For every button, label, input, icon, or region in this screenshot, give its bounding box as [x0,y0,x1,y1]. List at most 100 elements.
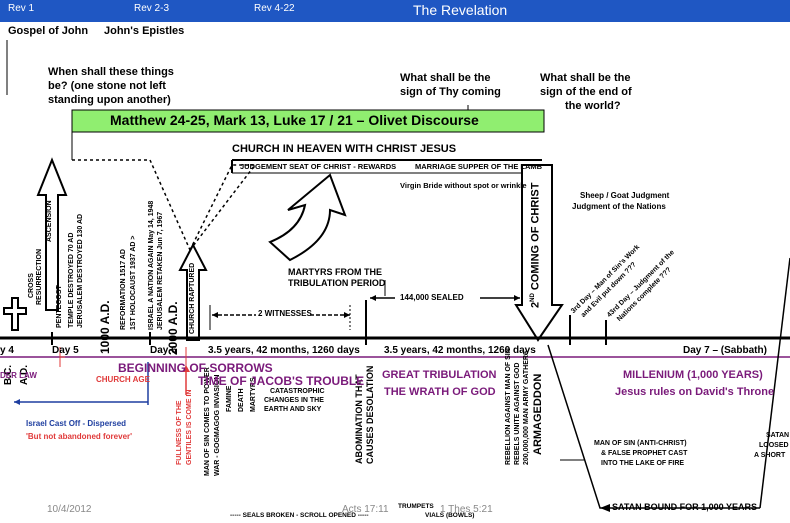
johns-epistles: John's Epistles [104,25,185,37]
church-raptured: CHURCH RAPTURED [189,262,196,334]
half-two-label: 3.5 years, 42 months, 1260 days [384,345,536,356]
israel-nation: ISRAEL A NATION AGAIN May 14, 1948 [148,200,155,330]
fullness-arrowhead [182,365,190,372]
question-3-line3: the world? [565,100,621,112]
dotted-path-left [72,159,191,251]
rebellion-line1: REBELLION AGAINST MAN OF SIN [505,348,512,465]
cross-icon [3,297,27,331]
under-law: DER LAW [0,371,37,380]
millenium-label: MILLENIUM (1,000 YEARS) [623,369,763,381]
acts-ref: Acts 17:11 [342,504,389,515]
satan-loosed-line1: SATAN [766,432,790,439]
ascension-arrow [36,157,68,311]
catastrophic-line1: CATASTROPHIC [270,388,325,395]
rebellion-line2: REBELS UNITE AGAINST GOD [514,362,521,465]
abomination-line2: CAUSES DESOLATION [365,365,375,464]
satan-loosed-line3: A SHORT [754,452,786,459]
davids-throne: Jesus rules on David's Throne [615,386,775,398]
question-1-line3: standing upon another) [48,94,171,106]
question-2-line2: sign of Thy coming [400,86,501,98]
witness-arrowhead-left [212,312,218,318]
martyrs-line1: MARTYRS FROM THE [288,267,382,277]
marriage-supper: MARRIAGE SUPPER OF THE LAMB [415,162,543,171]
lake-of-fire-line1: MAN OF SIN (ANTI-CHRIST) [594,440,687,447]
question-1-line2: be? (one stone not left [48,80,166,92]
half-one-label: 3.5 years, 42 months, 1260 days [208,345,360,356]
day5-label: Day 5 [52,345,79,356]
lake-of-fire-line2: & FALSE PROPHET CAST [601,450,688,457]
sealed-144000: 144,000 SEALED [400,293,464,302]
satan-loosed-line2: LOOSED [759,442,789,449]
day7-label: Day 7 – (Sabbath) [683,345,767,356]
virgin-bride: Virgin Bride without spot or wrinkle [400,181,527,190]
martyrs-arrow [268,173,347,262]
fullness-line2: GENTILES IS COME IN [186,389,193,465]
death-label: DEATH [238,388,245,412]
judgement-seat: JUDGEMENT SEAT OF CHRIST - REWARDS [240,162,397,171]
catastrophic-line3: EARTH AND SKY [264,406,322,413]
satan-bound-arrowhead [600,504,610,512]
rapture-arrow [178,242,208,341]
header-rev1: Rev 1 [8,3,35,14]
holocaust-label: 1ST HOLOCAUST 1937 AD > [130,235,137,330]
wrath-of-god: THE WRATH OF GOD [384,386,496,398]
cross-label: CROSS [28,273,35,298]
second-coming-sup: ND [530,293,536,302]
jerusalem-destroyed: JERUSALEM DESTROYED 130 AD [77,213,84,328]
witness-arrowhead-right [344,312,350,318]
two-witnesses: 2 WITNESSES [258,309,312,318]
israel-cast-off: Israel Cast Off - Dispersed [26,419,127,428]
temple-destroyed: TEMPLE DESTROYED 70 AD [68,232,75,328]
day4-label: y 4 [0,345,14,356]
olivet-discourse-title: Matthew 24-25, Mark 13, Luke 17 / 21 – O… [110,112,479,128]
gogmagog-war: WAR - GOGMAGOG INVASION [214,374,221,476]
martyrs-line2: TRIBULATION PERIOD [288,278,386,288]
lake-of-fire-line3: INTO THE LAKE OF FIRE [601,460,685,467]
church-in-heaven: CHURCH IN HEAVEN WITH CHRIST JESUS [232,143,457,155]
israel-arrowhead [14,399,20,405]
sheep-goat-judgment: Sheep / Goat Judgment [580,191,670,200]
fullness-line1: FULLNESS OF THE [176,400,183,465]
second-coming-label: 2ND COMING OF CHRIST [530,183,542,308]
great-tribulation: GREAT TRIBULATION [382,369,497,381]
sealed-arrowhead-left [370,295,376,301]
ad-1000: 1000 A.D. [98,300,112,354]
church-age: CHURCH AGE [96,375,150,384]
armageddon-label: ARMAGEDDON [532,373,544,455]
famine-label: FAMINE [226,385,233,412]
header-rev4-22: Rev 4-22 [254,3,295,14]
ascension-label: ASCENSION [46,200,53,242]
header-rev2-3: Rev 2-3 [134,3,170,14]
second-coming-number: 2 [529,301,542,308]
pentecost-label: PENTECOST [56,285,63,328]
trumpets-label: TRUMPETS [398,503,434,510]
not-abandoned: 'But not abandoned forever' [26,432,133,441]
second-coming-arrow [514,164,564,342]
discourse-box [71,109,545,133]
header-bar: Rev 1 Rev 2-3 Rev 4-22 The Revelation [0,0,790,22]
header-title: The Revelation [413,2,508,18]
slide-date: 10/4/2012 [47,504,92,515]
jerusalem-retaken: JERUSALEM RETAKEN Jun 7, 1967 [157,211,164,330]
sealed-arrowhead-right [514,295,520,301]
beginning-of-sorrows: BEGINNING OF SORROWS [118,361,273,375]
satan-bound-label: SATAN BOUND FOR 1,000 YEARS [612,502,758,512]
thes-ref: 1 Thes 5:21 [440,504,493,515]
reformation-label: REFORMATION 1517 AD [120,249,127,330]
second-coming-text: COMING OF CHRIST [529,182,542,291]
gospel-of-john: Gospel of John [8,25,89,37]
judgment-of-nations: Judgment of the Nations [572,202,666,211]
resurrection-label: RESURRECTION [36,248,43,305]
catastrophic-line2: CHANGES IN THE [264,397,324,404]
vials-label: VIALS (BOWLS) [425,512,475,519]
satan-loosed-line [759,257,790,509]
question-2-line1: What shall be the [400,72,491,84]
question-3-line2: sign of the end of [540,86,632,98]
rebellion-line3: 200,000,000 MAN ARMY GATHERS [523,350,530,465]
question-1-line1: When shall these things [48,66,174,78]
seals-broken: ----- SEALS BROKEN - SCROLL OPENED ----- [230,512,369,519]
day6-label: Day 6 [150,345,177,356]
time-of-jacobs-trouble: TIME OF JACOB'S TROUBLE [198,374,365,388]
